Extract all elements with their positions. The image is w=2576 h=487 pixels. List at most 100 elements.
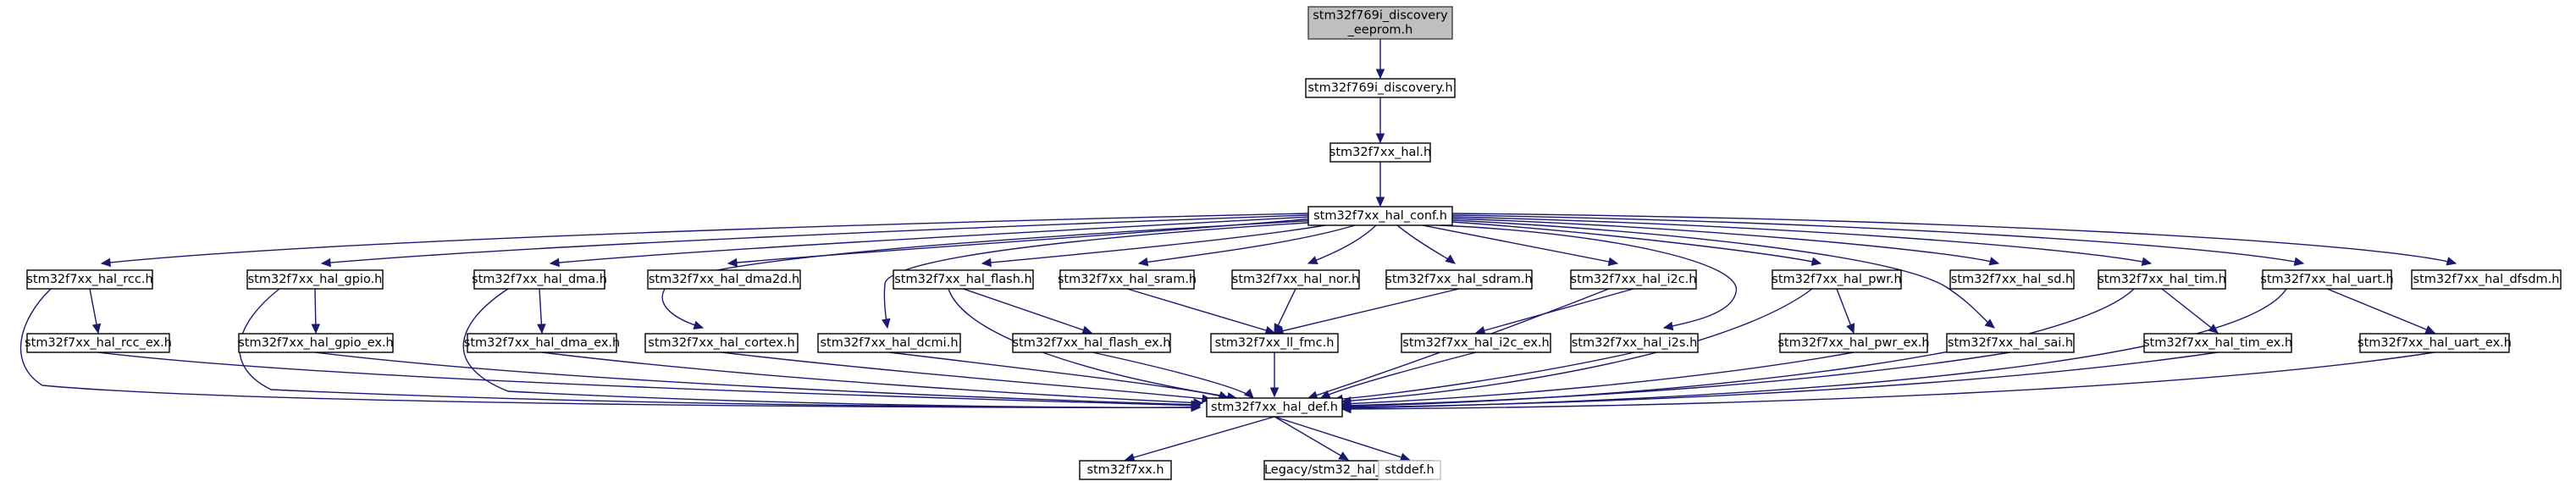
edge-arrowhead bbox=[1399, 452, 1411, 462]
node-pwr-ex[interactable]: stm32f7xx_hal_pwr_ex.h bbox=[1777, 333, 1930, 353]
edge-eeprom-to-discovery bbox=[1375, 39, 1385, 80]
node-f7xx[interactable]: stm32f7xx.h bbox=[1079, 460, 1172, 480]
node-label: stm32f7xx_hal_nor.h bbox=[1232, 273, 1359, 286]
node-box bbox=[467, 333, 617, 353]
node-label: stm32f7xx_hal_pwr.h bbox=[1772, 273, 1901, 286]
node-box bbox=[1946, 333, 2075, 353]
node-label: stm32f7xx_hal_dfsdm.h bbox=[2413, 273, 2560, 286]
node-sram[interactable]: stm32f7xx_hal_sram.h bbox=[1058, 269, 1197, 290]
node-box bbox=[246, 269, 384, 290]
node-dma[interactable]: stm32f7xx_hal_dma.h bbox=[472, 269, 607, 290]
node-nor[interactable]: stm32f7xx_hal_nor.h bbox=[1231, 269, 1360, 290]
edge-arrowhead bbox=[1846, 323, 1855, 335]
node-tim[interactable]: stm32f7xx_hal_tim.h bbox=[2098, 269, 2226, 290]
node-cortex[interactable]: stm32f7xx_hal_cortex.h bbox=[644, 333, 799, 353]
edge-uart-to-uart-ex bbox=[2326, 288, 2436, 334]
node-def[interactable]: stm32f7xx_hal_def.h bbox=[1206, 397, 1343, 418]
edge-arrowhead bbox=[2293, 257, 2305, 267]
node-dma2d[interactable]: stm32f7xx_hal_dma2d.h bbox=[647, 269, 801, 290]
node-sdram[interactable]: stm32f7xx_hal_sdram.h bbox=[1385, 269, 1533, 290]
node-uart-ex[interactable]: stm32f7xx_hal_uart_ex.h bbox=[2358, 333, 2512, 353]
node-label: stm32f7xx_hal_flash_ex.h bbox=[1013, 336, 1171, 350]
node-box bbox=[26, 269, 153, 290]
node-sd[interactable]: stm32f7xx_hal_sd.h bbox=[1949, 269, 2075, 290]
edge-line bbox=[2326, 288, 2435, 334]
node-gpio-ex[interactable]: stm32f7xx_hal_gpio_ex.h bbox=[238, 333, 394, 353]
edge-arrowhead bbox=[1319, 390, 1331, 399]
edge-line bbox=[948, 288, 1237, 399]
edge-line bbox=[963, 288, 1092, 334]
node-box bbox=[2359, 333, 2510, 353]
node-i2c-ex[interactable]: stm32f7xx_hal_i2c_ex.h bbox=[1401, 333, 1551, 353]
node-label: stm32f7xx_hal_i2c.h bbox=[1571, 273, 1697, 286]
node-dma-ex[interactable]: stm32f7xx_hal_dma_ex.h bbox=[464, 333, 620, 353]
edge-conf-to-rcc bbox=[100, 213, 1309, 268]
node-sai[interactable]: stm32f7xx_hal_sai.h bbox=[1946, 333, 2075, 353]
edge-conf-to-cortex bbox=[661, 219, 1318, 330]
node-box bbox=[1779, 333, 1928, 353]
edge-arrowhead bbox=[1193, 398, 1204, 407]
node-label: stm32f7xx_hal_dma.h bbox=[472, 273, 607, 286]
node-box bbox=[1210, 333, 1339, 353]
node-rcc[interactable]: stm32f7xx_hal_rcc.h bbox=[26, 269, 153, 290]
node-ll-fmc[interactable]: stm32f7xx_ll_fmc.h bbox=[1210, 333, 1339, 353]
edge-arrowhead bbox=[1137, 257, 1149, 267]
edge-line bbox=[101, 213, 1309, 264]
node-dcmi[interactable]: stm32f7xx_hal_dcmi.h bbox=[817, 333, 961, 353]
edge-line bbox=[1451, 216, 2152, 264]
node-box bbox=[2262, 269, 2392, 290]
node-label: stm32f7xx_hal_tim_ex.h bbox=[2143, 336, 2292, 350]
edge-arrowhead bbox=[1081, 325, 1093, 335]
nodes-layer: stm32f769i_discovery_eeprom.hstm32f769i_… bbox=[25, 6, 2562, 480]
edge-arrowhead bbox=[1269, 387, 1280, 398]
edge-arrowhead bbox=[1375, 69, 1385, 80]
node-dfsdm[interactable]: stm32f7xx_hal_dfsdm.h bbox=[2411, 269, 2562, 290]
edge-conf-to-dcmi bbox=[882, 221, 1322, 329]
edge-conf-to-nor bbox=[1307, 224, 1377, 264]
edge-line bbox=[1274, 288, 1460, 334]
edge-line bbox=[1341, 288, 2135, 407]
node-box bbox=[2098, 269, 2226, 290]
node-box bbox=[817, 333, 961, 353]
edge-line bbox=[1307, 224, 1377, 264]
node-box bbox=[1329, 142, 1431, 163]
node-label: stm32f7xx_hal_i2s.h bbox=[1572, 336, 1698, 350]
edge-rcc-to-rcc-ex bbox=[89, 288, 102, 335]
node-box bbox=[1949, 269, 2075, 290]
edge-line bbox=[1341, 288, 2287, 409]
edge-arrowhead bbox=[1988, 257, 2000, 266]
edge-i2c-ex-to-def bbox=[1319, 351, 1477, 399]
node-label: stm32f7xx_hal_gpio_ex.h bbox=[238, 336, 394, 350]
edge-line bbox=[541, 351, 1203, 404]
node-pwr[interactable]: stm32f7xx_hal_pwr.h bbox=[1772, 269, 1902, 290]
node-i2c[interactable]: stm32f7xx_hal_i2c.h bbox=[1570, 269, 1697, 290]
node-discovery[interactable]: stm32f769i_discovery.h bbox=[1305, 78, 1456, 98]
node-uart[interactable]: stm32f7xx_hal_uart.h bbox=[2260, 269, 2394, 290]
node-i2s[interactable]: stm32f7xx_hal_i2s.h bbox=[1570, 333, 1699, 353]
edge-line bbox=[1126, 288, 1275, 334]
edge-arrowhead bbox=[537, 324, 546, 335]
edge-ll-fmc-to-def bbox=[1269, 352, 1280, 398]
node-rcc-ex[interactable]: stm32f7xx_hal_rcc_ex.h bbox=[25, 333, 172, 353]
node-box bbox=[1307, 206, 1453, 226]
node-flash[interactable]: stm32f7xx_hal_flash.h bbox=[893, 269, 1034, 290]
node-box bbox=[238, 333, 394, 353]
edge-line bbox=[1333, 351, 1635, 401]
edge-conf-to-dma bbox=[549, 216, 1312, 268]
node-label: stm32f7xx_hal_dcmi.h bbox=[820, 336, 958, 350]
node-hal[interactable]: stm32f7xx_hal.h bbox=[1329, 142, 1431, 163]
edge-flash-to-flash-ex bbox=[963, 288, 1093, 335]
node-label: stm32f7xx_hal_i2c_ex.h bbox=[1402, 336, 1549, 350]
node-gpio[interactable]: stm32f7xx_hal_gpio.h bbox=[246, 269, 384, 290]
node-box bbox=[1401, 333, 1551, 353]
node-flash-ex[interactable]: stm32f7xx_hal_flash_ex.h bbox=[1012, 333, 1171, 353]
edge-line bbox=[1451, 213, 2457, 264]
node-conf[interactable]: stm32f7xx_hal_conf.h bbox=[1307, 206, 1453, 226]
node-stddef[interactable]: stddef.h bbox=[1378, 460, 1441, 480]
edge-uart-ex-to-def bbox=[1341, 351, 2435, 414]
node-label: stm32f7xx_hal_def.h bbox=[1211, 401, 1338, 414]
node-tim-ex[interactable]: stm32f7xx_hal_tim_ex.h bbox=[2143, 333, 2292, 353]
node-box bbox=[1079, 460, 1172, 480]
edge-arrowhead bbox=[1307, 256, 1318, 264]
